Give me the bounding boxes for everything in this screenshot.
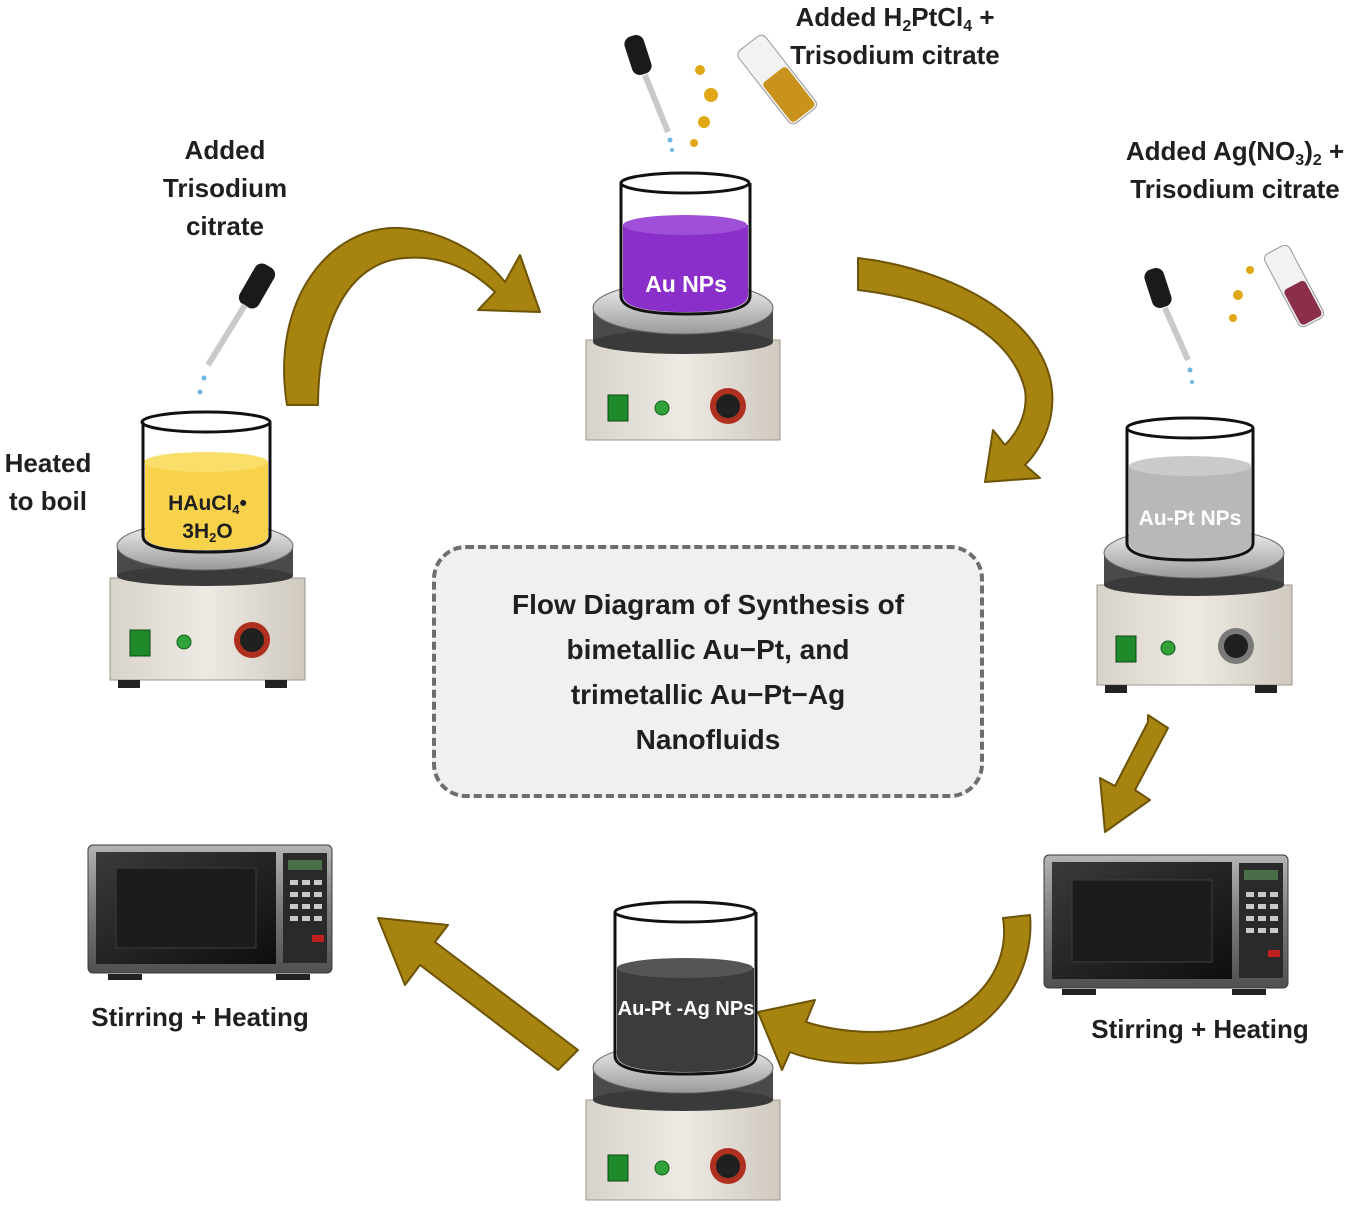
label-added-h2ptcl4: Added H2PtCl4 + Trisodium citrate xyxy=(770,0,1020,74)
label-line: citrate xyxy=(185,211,265,241)
test-tube-top xyxy=(737,34,817,125)
microwave-left xyxy=(87,844,333,980)
flow-arrow-5 xyxy=(377,917,579,1071)
label-line: Added Ag(NO3)2 + xyxy=(1110,132,1359,170)
label-line: Trisodium citrate xyxy=(1130,174,1340,204)
text-part: • xyxy=(239,492,247,515)
label-heated-to-boil: Heated to boil xyxy=(0,444,96,520)
text-part: Added H xyxy=(795,2,903,32)
label-stirring-heating-right: Stirring + Heating xyxy=(1091,1014,1309,1044)
flow-arrow-4 xyxy=(757,914,1032,1071)
text-part: HAuCl xyxy=(168,492,233,515)
subscript: 2 xyxy=(902,18,912,35)
text-part: + xyxy=(972,2,995,32)
label-line: 3H2O xyxy=(150,518,265,546)
center-title-box: Flow Diagram of Synthesis of bimetallic … xyxy=(432,545,984,798)
beaker-au-pt-nps xyxy=(1125,416,1255,562)
subscript: 3 xyxy=(1295,152,1305,169)
text-part: 3H xyxy=(182,520,210,543)
beaker-label-haucl4: HAuCl4• 3H2O xyxy=(150,490,265,546)
beaker-au-nps xyxy=(619,171,752,316)
beaker-label-au-pt-ag-nps: Au-Pt -Ag NPs xyxy=(617,998,755,1020)
flow-arrow-1 xyxy=(283,226,541,406)
test-tube-right xyxy=(1264,244,1325,328)
label-stirring-heating-left: Stirring + Heating xyxy=(91,1002,309,1032)
dropper-top xyxy=(624,34,718,152)
label-added-trisodium: Added Trisodium citrate xyxy=(150,131,300,245)
text-part: ) xyxy=(1304,136,1313,166)
text-part: O xyxy=(216,520,233,543)
beaker-label-au-nps: Au NPs xyxy=(645,271,727,297)
subscript: 4 xyxy=(963,18,973,35)
label-line: Trisodium xyxy=(162,173,288,203)
label-line: Heated xyxy=(4,448,92,478)
text-part: Added Ag(NO xyxy=(1125,136,1296,166)
text-part: + xyxy=(1321,136,1345,166)
label-line: Trisodium citrate xyxy=(790,40,1000,70)
flow-arrow-2 xyxy=(857,257,1054,483)
subscript: 2 xyxy=(1312,152,1322,169)
flow-arrow-3 xyxy=(1099,714,1169,833)
beaker-haucl4 xyxy=(140,410,272,554)
beaker-label-au-pt-nps: Au-Pt NPs xyxy=(1138,507,1242,530)
label-line: Added xyxy=(184,135,266,165)
diagram-title: Flow Diagram of Synthesis of bimetallic … xyxy=(511,588,905,755)
label-added-agno3: Added Ag(NO3)2 + Trisodium citrate xyxy=(1110,132,1359,208)
hot-plate-bottom xyxy=(585,1042,781,1201)
microwave-right xyxy=(1043,854,1289,995)
text-part: PtCl xyxy=(911,2,964,32)
label-line: to boil xyxy=(9,486,87,516)
dropper-right xyxy=(1144,266,1254,384)
label-line: Added H2PtCl4 + xyxy=(770,0,1020,36)
subscript: 4 xyxy=(232,502,240,517)
beaker-au-pt-ag-nps xyxy=(613,900,758,1076)
subscript: 2 xyxy=(209,530,217,545)
label-line: HAuCl4• xyxy=(150,490,265,518)
dropper-left xyxy=(197,263,276,395)
